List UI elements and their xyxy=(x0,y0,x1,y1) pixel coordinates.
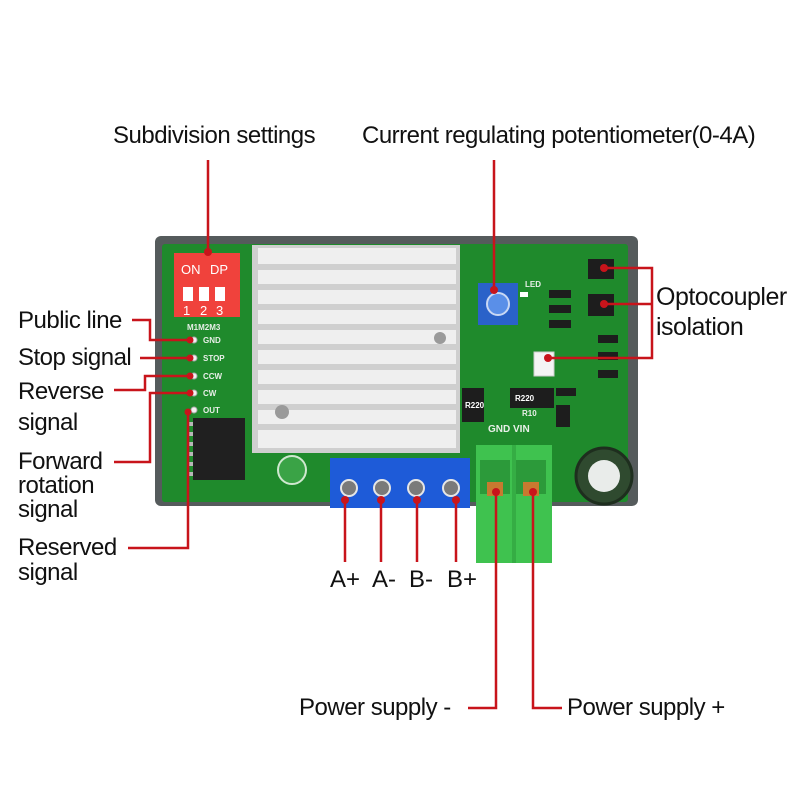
driver-ic xyxy=(193,418,245,480)
dip-num-3: 3 xyxy=(216,303,223,318)
led-label: LED xyxy=(525,280,541,289)
label-isolation: isolation xyxy=(656,313,744,341)
dip-dp-label: DP xyxy=(210,262,228,277)
label-public-line: Public line xyxy=(18,307,122,334)
dip-switch[interactable] xyxy=(174,253,240,317)
pin-stop: STOP xyxy=(203,354,225,363)
label-subdivision-settings: Subdivision settings xyxy=(113,122,316,149)
label-current-potentiometer: Current regulating potentiometer(0-4A) xyxy=(362,122,756,149)
callout-lines xyxy=(114,160,654,710)
board-logo xyxy=(277,455,307,485)
r220-a-label: R220 xyxy=(465,401,485,410)
label-forward: Forward xyxy=(18,448,103,475)
label-power-supply-plus: Power supply + xyxy=(567,694,725,721)
terminal-a-minus: A- xyxy=(372,566,396,593)
pin-gnd: GND xyxy=(203,336,221,345)
pin-cw: CW xyxy=(203,389,217,398)
r220-b-label: R220 xyxy=(515,394,535,403)
dip-num-2: 2 xyxy=(200,303,207,318)
r10-label: R10 xyxy=(522,409,537,418)
label-power-supply-minus: Power supply - xyxy=(299,694,451,721)
label-stop-signal: Stop signal xyxy=(18,344,132,371)
terminal-a-plus: A+ xyxy=(330,566,361,593)
resistor-r220-a xyxy=(462,388,484,422)
label-reverse-signal: signal xyxy=(18,409,78,436)
callout-dots xyxy=(184,248,608,504)
label-reserved-signal: signal xyxy=(18,559,78,586)
dip-num-1: 1 xyxy=(183,303,190,318)
pin-out: OUT xyxy=(203,406,220,415)
pin-ccw: CCW xyxy=(203,372,223,381)
label-optocoupler: Optocoupler xyxy=(656,283,787,311)
heatsink xyxy=(252,245,460,453)
dip-m-label: M1M2M3 xyxy=(187,323,221,332)
gnd-vin-label: GND VIN xyxy=(488,424,530,435)
label-reverse: Reverse xyxy=(18,378,104,405)
label-reserved: Reserved xyxy=(18,534,117,561)
resistor-r220-b xyxy=(510,388,554,408)
label-forward-rotation: rotation xyxy=(18,472,95,499)
terminal-b-minus: B- xyxy=(409,566,433,593)
dip-on-label: ON xyxy=(181,262,201,277)
terminal-b-plus: B+ xyxy=(447,566,478,593)
label-forward-signal: signal xyxy=(18,496,78,523)
